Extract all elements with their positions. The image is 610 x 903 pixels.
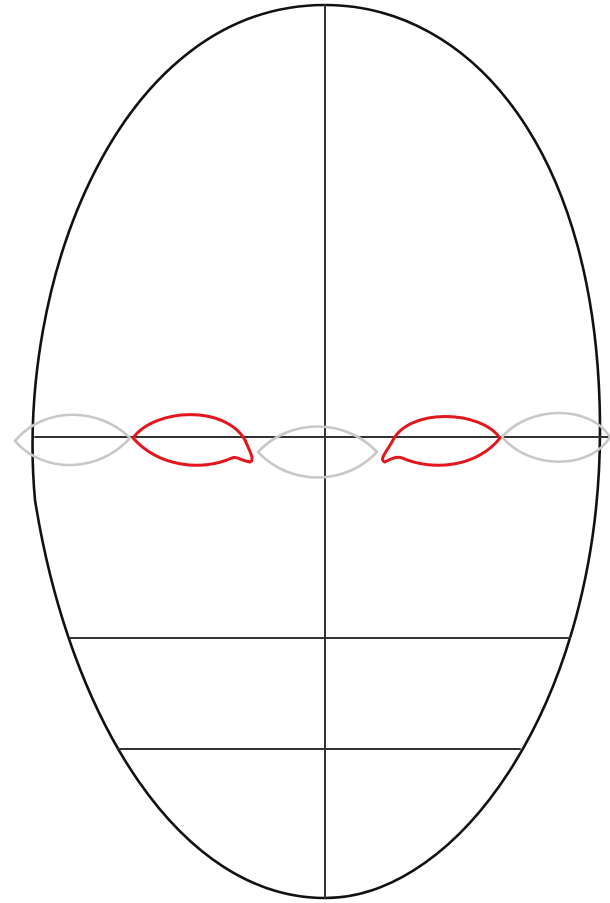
eye-right-highlight [383,417,500,466]
eye-left-highlight [133,415,252,466]
head-outline [33,5,600,898]
eye-placeholder-center [258,427,377,478]
